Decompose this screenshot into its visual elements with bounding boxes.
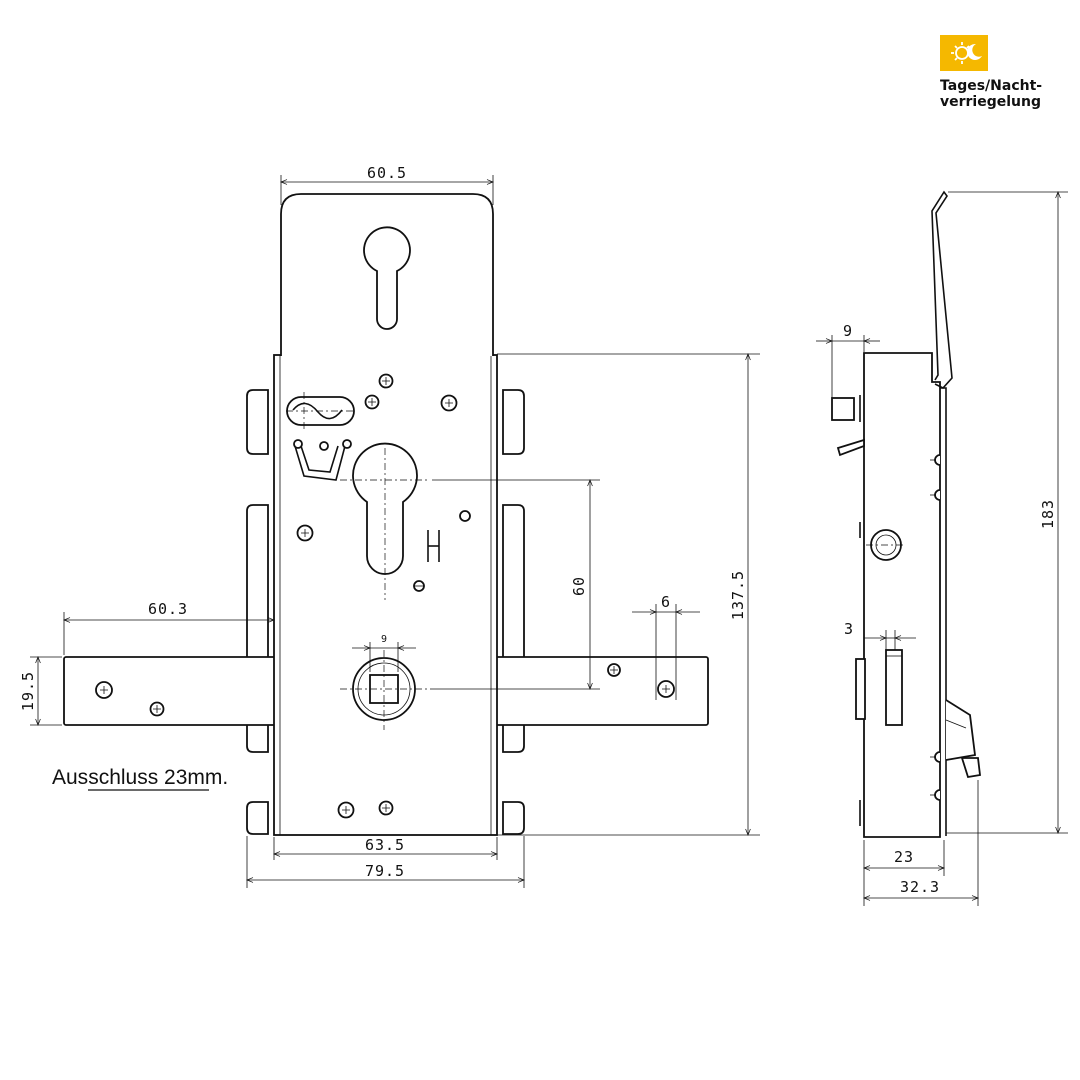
dim-side-bolt: 9 bbox=[843, 322, 853, 340]
dim-total-width: 79.5 bbox=[365, 862, 405, 880]
note-prefix: Aus bbox=[52, 766, 88, 789]
day-night-lock-badge: Tages/Nacht- verriegelung bbox=[940, 35, 1042, 110]
dim-case-height: 137.5 bbox=[729, 570, 747, 620]
dimensions: 60.5 137.5 60 6 9 60.3 19.5 bbox=[19, 164, 1068, 906]
dim-side-total-height: 183 bbox=[1039, 499, 1057, 529]
dim-case-width: 63.5 bbox=[365, 836, 405, 854]
dim-side-latch: 3 bbox=[844, 620, 854, 638]
note-suffix: mm. bbox=[187, 766, 228, 789]
dim-bar-length: 60.3 bbox=[148, 600, 188, 618]
side-case bbox=[863, 352, 941, 838]
dim-cover-width: 60.5 bbox=[367, 164, 407, 182]
side-bolt bbox=[831, 397, 855, 421]
cover-keyhole bbox=[363, 226, 411, 330]
dim-cylinder-distance: 60 bbox=[570, 576, 588, 596]
side-bottom-bracket bbox=[945, 699, 976, 761]
front-view bbox=[63, 193, 709, 836]
lock-case bbox=[273, 354, 498, 836]
h-mark bbox=[427, 530, 440, 562]
dim-spindle-square: 9 bbox=[381, 634, 387, 645]
dim-side-depth: 23 bbox=[894, 848, 914, 866]
hole-centers bbox=[100, 377, 670, 814]
dim-side-total-depth: 32.3 bbox=[900, 878, 940, 896]
side-notches bbox=[930, 454, 941, 801]
dim-bar-height: 19.5 bbox=[19, 671, 37, 711]
side-view bbox=[831, 190, 981, 838]
spindle-follower bbox=[340, 650, 432, 730]
sun-moon-glyph bbox=[951, 42, 982, 64]
sun-moon-icon bbox=[940, 35, 988, 71]
note-underlined: schluss 23 bbox=[88, 766, 187, 789]
side-latch-block bbox=[855, 658, 866, 720]
spring-arm bbox=[931, 190, 953, 389]
side-tilted-latch bbox=[836, 438, 865, 457]
badge-line-1: Tages/Nacht- bbox=[940, 78, 1042, 94]
dim-hole-spacing: 6 bbox=[661, 593, 671, 611]
side-inner-plate bbox=[940, 387, 947, 836]
day-night-slot bbox=[286, 392, 356, 481]
backset-note: Ausschluss 23mm. bbox=[52, 766, 228, 789]
badge-line-2: verriegelung bbox=[940, 94, 1041, 110]
